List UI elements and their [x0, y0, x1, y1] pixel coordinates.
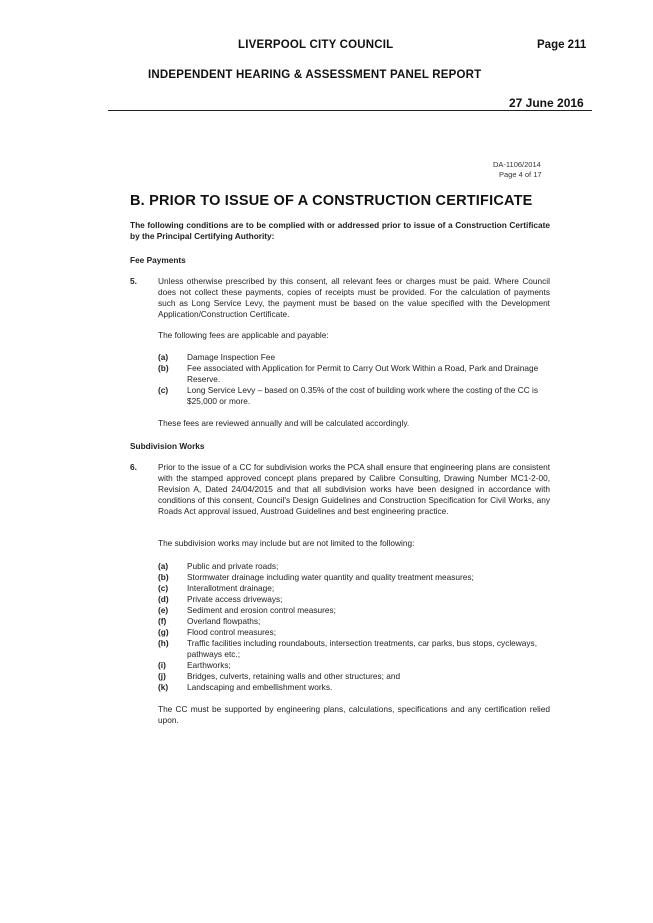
subdivision-item-text: Interallotment drainage; — [187, 583, 275, 593]
fee-item-text: Damage Inspection Fee — [187, 352, 276, 362]
subdivision-item-text: Overland flowpaths; — [187, 616, 261, 626]
council-name: LIVERPOOL CITY COUNCIL — [238, 39, 394, 51]
doc-page-reference: Page 4 of 17 — [499, 170, 542, 179]
header-divider — [108, 110, 592, 111]
subdivision-item-label: (g) — [158, 627, 169, 637]
subdivision-heading: Subdivision Works — [130, 441, 205, 451]
section-title: B. PRIOR TO ISSUE OF A CONSTRUCTION CERT… — [130, 193, 533, 209]
subdivision-item-label: (a) — [158, 561, 169, 571]
report-date: 27 June 2016 — [509, 96, 584, 110]
subdivision-item-label: (c) — [158, 583, 169, 593]
subdivision-item-text: Private access driveways; — [187, 594, 283, 604]
fee-condition-text: Unless otherwise prescribed by this cons… — [158, 276, 550, 319]
subdivision-item-label: (e) — [158, 605, 169, 615]
fee-note: These fees are reviewed annually and wil… — [158, 418, 410, 428]
subdivision-item-label: (i) — [158, 660, 166, 670]
da-reference: DA-1106/2014 — [493, 160, 541, 169]
subdivision-item-text: Stormwater drainage including water quan… — [187, 572, 474, 582]
subdivision-item-text: Sediment and erosion control measures; — [187, 605, 336, 615]
page-number: Page 211 — [537, 39, 587, 51]
fee-item-label: (c) — [158, 385, 169, 395]
subdivision-item-text: Flood control measures; — [187, 627, 277, 637]
fee-item-text: Long Service Levy – based on 0.35% of th… — [187, 385, 538, 406]
fee-item-text: Fee associated with Application for Perm… — [187, 363, 539, 384]
subdivision-list-intro: The subdivision works may include but ar… — [158, 538, 415, 548]
subdivision-item-label: (b) — [158, 572, 169, 582]
fee-item-label: (a) — [158, 352, 169, 362]
subdivision-item-text: Landscaping and embellishment works. — [187, 682, 333, 692]
subdivision-item-text: Bridges, culverts, retaining walls and o… — [187, 671, 401, 681]
report-title: INDEPENDENT HEARING & ASSESSMENT PANEL R… — [148, 69, 482, 81]
subdivision-item-label: (k) — [158, 682, 169, 692]
fee-list-intro: The following fees are applicable and pa… — [158, 330, 329, 340]
section-intro: The following conditions are to be compl… — [130, 220, 550, 241]
subdivision-condition-text: Prior to the issue of a CC for subdivisi… — [158, 462, 550, 516]
fee-item-label: (b) — [158, 363, 169, 373]
subdivision-item-label: (d) — [158, 594, 169, 604]
subdivision-item-label: (j) — [158, 671, 166, 681]
subdivision-condition-number: 6. — [130, 462, 137, 472]
subdivision-item-text: Traffic facilities including roundabouts… — [187, 638, 538, 659]
subdivision-item-label: (h) — [158, 638, 169, 648]
subdivision-item-label: (f) — [158, 616, 167, 626]
fee-heading: Fee Payments — [130, 255, 186, 265]
fee-condition-number: 5. — [130, 276, 137, 286]
subdivision-item-text: Public and private roads; — [187, 561, 279, 571]
subdivision-item-text: Earthworks; — [187, 660, 231, 670]
subdivision-closing: The CC must be supported by engineering … — [158, 704, 550, 725]
